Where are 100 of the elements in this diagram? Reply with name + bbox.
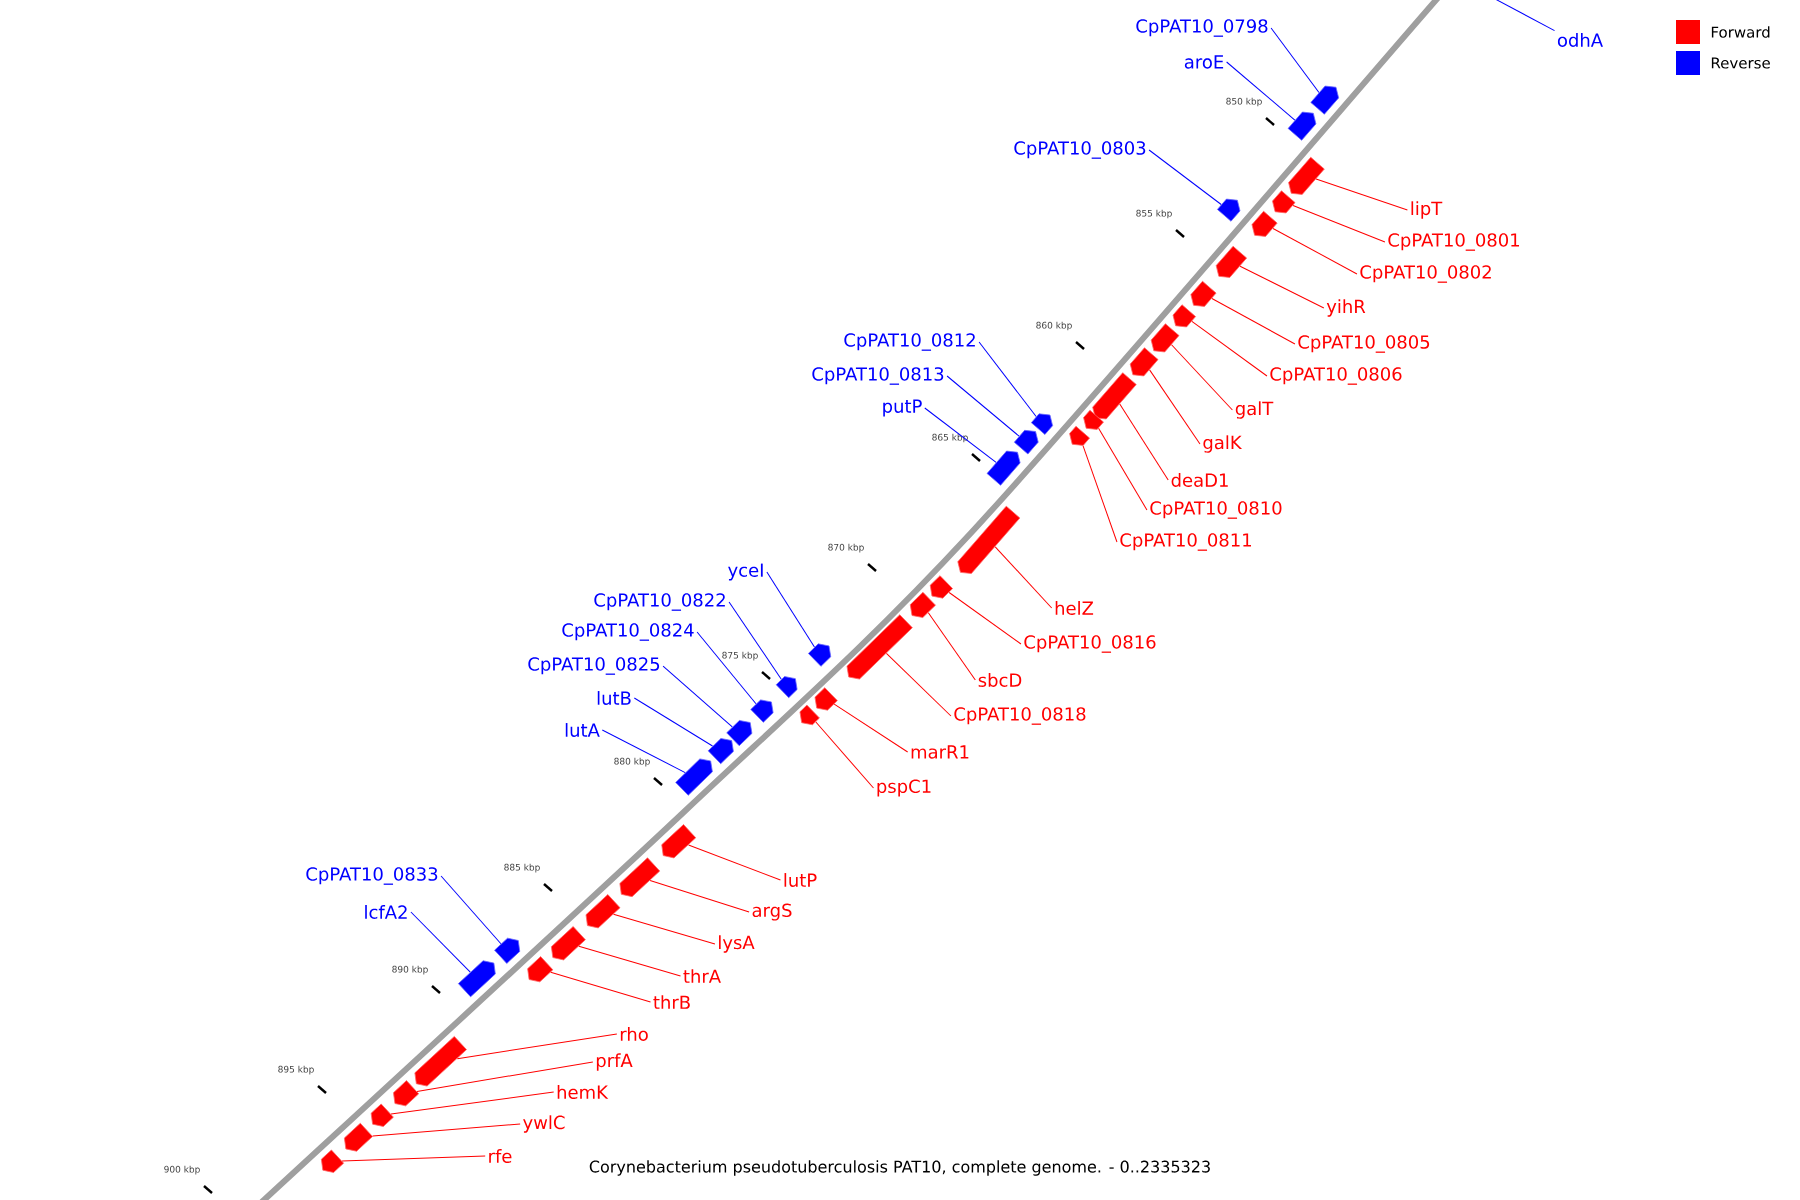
- gene-label: CpPAT10_0806: [1270, 367, 1402, 385]
- gene-label: CpPAT10_0810: [1150, 501, 1282, 519]
- gene-block: [1013, 429, 1039, 455]
- gene-label: pspC1: [877, 779, 931, 797]
- gene-label: CpPAT10_0833: [306, 867, 438, 885]
- gene-block: [1129, 347, 1159, 377]
- gene-label: CpPAT10_0813: [812, 367, 944, 385]
- gene-block: [1287, 111, 1317, 141]
- gene-label: CpPAT10_0812: [844, 333, 975, 351]
- leader-line: [766, 571, 815, 648]
- gene-label: CpPAT10_0816: [1024, 635, 1156, 653]
- gene-block: [1150, 323, 1180, 353]
- gene-label: yihR: [1326, 299, 1366, 317]
- leader-line: [372, 1123, 521, 1137]
- leader-line: [440, 875, 502, 945]
- gene-label: helZ: [1055, 601, 1094, 615]
- gene-label: ywlC: [523, 1115, 565, 1133]
- leader-line: [1098, 427, 1148, 511]
- gene-block: [775, 676, 798, 699]
- gene-label: aroE: [1184, 55, 1224, 69]
- gene-block: [1310, 85, 1340, 115]
- leader-line: [1082, 445, 1118, 543]
- gene-label: odhA: [1557, 33, 1603, 47]
- gene-label: CpPAT10_0825: [528, 657, 660, 675]
- gene-block: [1069, 425, 1090, 446]
- leader-line: [1148, 149, 1222, 205]
- leader-line: [410, 911, 471, 973]
- gene-label: lipT: [1411, 201, 1443, 219]
- gene-label: prfA: [596, 1053, 633, 1071]
- leader-line: [1494, 0, 1556, 32]
- leader-line: [578, 945, 681, 977]
- leader-line: [341, 1155, 486, 1162]
- gene-label: lutP: [784, 873, 817, 887]
- gene-block: [726, 720, 753, 747]
- gene-block: [1030, 413, 1053, 435]
- gene-label: lcfA2: [365, 905, 407, 919]
- gene-block: [750, 699, 774, 723]
- leader-line: [601, 729, 686, 774]
- leader-line: [728, 601, 782, 680]
- leader-line: [649, 880, 750, 913]
- gene-block: [1215, 245, 1248, 278]
- gene-label: sbcD: [978, 673, 1022, 687]
- gene-label: galK: [1203, 435, 1242, 453]
- leader-line: [416, 1061, 594, 1092]
- leader-line: [885, 652, 952, 717]
- gene-block: [909, 591, 936, 618]
- gene-block: [1288, 156, 1325, 195]
- leader-line: [662, 665, 733, 728]
- gene-block: [1092, 372, 1137, 420]
- gene-label: rho: [620, 1027, 648, 1041]
- leader-line: [456, 1033, 618, 1060]
- gene-label: marR1: [911, 745, 969, 759]
- gene-block: [494, 937, 521, 964]
- gene-label: deaD1: [1171, 473, 1228, 487]
- leader-line: [815, 721, 874, 789]
- gene-label: hemK: [557, 1085, 609, 1099]
- gene-block: [320, 1149, 345, 1173]
- leader-line: [948, 592, 1022, 645]
- gene-label: CpPAT10_0802: [1360, 265, 1491, 283]
- gene-block: [1217, 198, 1241, 222]
- gene-block: [1272, 190, 1296, 214]
- gene-block: [458, 960, 496, 998]
- gene-block: [527, 956, 554, 983]
- leader-line: [927, 612, 976, 681]
- gene-label: CpPAT10_0801: [1388, 233, 1519, 251]
- gene-block: [585, 894, 621, 929]
- leader-line: [1171, 344, 1233, 411]
- leader-line: [550, 971, 651, 1003]
- gene-block: [846, 614, 913, 680]
- gene-block: [1083, 409, 1104, 430]
- gene-label: CpPAT10_0824: [562, 623, 694, 641]
- gene-block: [1251, 210, 1278, 237]
- gene-label: lysA: [719, 935, 755, 953]
- gene-label: thrB: [653, 995, 690, 1009]
- gene-label: putP: [883, 399, 922, 417]
- leader-line: [924, 407, 997, 463]
- gene-label: rfe: [489, 1149, 512, 1163]
- leader-line: [1191, 320, 1268, 377]
- gene-block: [986, 450, 1021, 486]
- leader-line: [978, 341, 1037, 418]
- leader-line: [1119, 403, 1169, 481]
- leader-line: [1292, 205, 1386, 243]
- gene-block: [1190, 280, 1217, 307]
- leader-line: [1211, 297, 1296, 345]
- leader-line: [994, 546, 1053, 609]
- gene-label: CpPAT10_0811: [1120, 533, 1251, 551]
- gene-block: [675, 758, 713, 796]
- gene-block: [814, 687, 838, 711]
- gene-block: [414, 1036, 467, 1087]
- gene-block: [661, 824, 697, 859]
- caption: Corynebacterium pseudotuberculosis PAT10, complete genome. - 0..2335323: [589, 1160, 1210, 1176]
- leader-line: [1226, 61, 1296, 121]
- gene-label: lutB: [597, 691, 631, 705]
- leader-line: [613, 913, 716, 945]
- gene-label: argS: [752, 903, 792, 921]
- gene-label: galT: [1235, 401, 1274, 419]
- gene-block: [957, 505, 1021, 574]
- gene-label: thrA: [683, 969, 721, 983]
- leader-line: [696, 631, 757, 705]
- gene-label: CpPAT10_0818: [954, 707, 1086, 725]
